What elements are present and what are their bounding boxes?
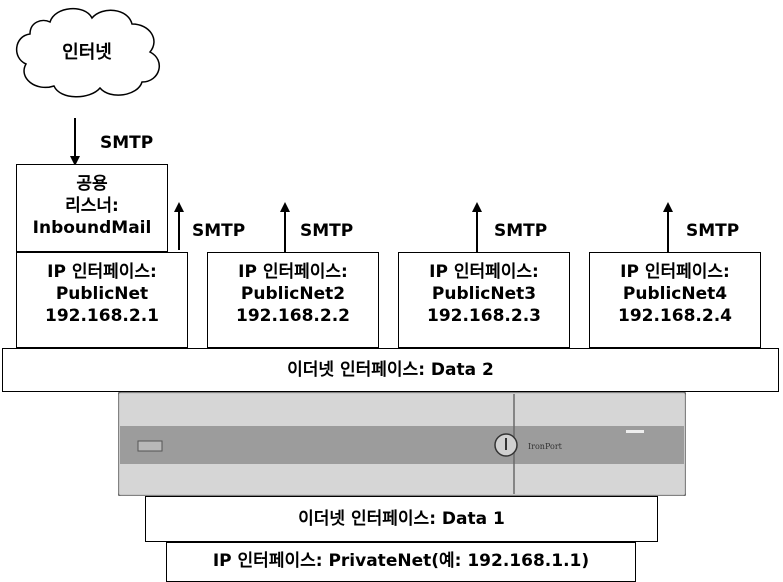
smtp-inbound-arrow	[70, 118, 80, 166]
smtp-outbound-label-4: SMTP	[686, 221, 740, 241]
ip-interface-publicnet4-box: IP 인터페이스: PublicNet4 192.168.2.4	[589, 252, 761, 348]
ip-interface-4-ip: 192.168.2.4	[617, 306, 732, 326]
ip-interface-2-ip: 192.168.2.2	[235, 306, 350, 326]
listener-line1: 공용	[76, 174, 108, 194]
appliance-bottom-panel	[120, 464, 684, 494]
ip-interface-publicnet-box: IP 인터페이스: PublicNet 192.168.2.1	[16, 252, 188, 348]
smtp-outbound-label-2: SMTP	[300, 221, 354, 241]
listener-line3: InboundMail	[32, 218, 152, 238]
ip-interface-3-name: PublicNet3	[431, 284, 537, 304]
internet-cloud: 인터넷	[16, 8, 160, 98]
ip-interface-privatenet-box: IP 인터페이스: PrivateNet(예: 192.168.1.1)	[166, 542, 636, 582]
smtp-outbound-label-1: SMTP	[192, 221, 246, 241]
ip-interface-1-name: PublicNet	[55, 284, 149, 304]
ironport-appliance: IronPort	[118, 392, 686, 496]
ip-interface-publicnet2-box: IP 인터페이스: PublicNet2 192.168.2.2	[207, 252, 379, 348]
ip-interface-2-title: IP 인터페이스:	[238, 262, 348, 282]
ethernet-data1-box: 이더넷 인터페이스: Data 1	[145, 496, 658, 542]
smtp-outbound-arrow-1	[174, 202, 184, 250]
appliance-top-panel	[120, 394, 684, 426]
ip-interface-2-name: PublicNet2	[240, 284, 346, 304]
cloud-label: 인터넷	[62, 42, 112, 63]
ip-interface-1-title: IP 인터페이스:	[47, 262, 157, 282]
smtp-outbound-arrow-4	[663, 202, 673, 252]
ip-interface-4-title: IP 인터페이스:	[620, 262, 730, 282]
ip-interface-1-ip: 192.168.2.1	[44, 306, 159, 326]
public-listener-box: 공용 리스너: InboundMail	[16, 164, 168, 252]
ip-interface-3-ip: 192.168.2.3	[426, 306, 541, 326]
drive-slot-icon	[137, 440, 163, 452]
appliance-middle-band	[120, 426, 684, 464]
smtp-outbound-arrow-2	[280, 202, 290, 252]
cloud-shape	[16, 8, 160, 98]
listener-line2: 리스너:	[65, 196, 119, 216]
smtp-outbound-arrow-3	[472, 202, 482, 252]
ip-interface-4-name: PublicNet4	[622, 284, 728, 304]
ethernet-data2-bar: 이더넷 인터페이스: Data 2	[2, 348, 779, 392]
ip-interface-3-title: IP 인터페이스:	[429, 262, 539, 282]
brand-logo: IronPort	[528, 442, 563, 451]
status-led-icon	[626, 430, 644, 433]
ip-interface-publicnet3-box: IP 인터페이스: PublicNet3 192.168.2.3	[398, 252, 570, 348]
smtp-inbound-label: SMTP	[100, 133, 154, 153]
smtp-outbound-label-3: SMTP	[494, 221, 548, 241]
